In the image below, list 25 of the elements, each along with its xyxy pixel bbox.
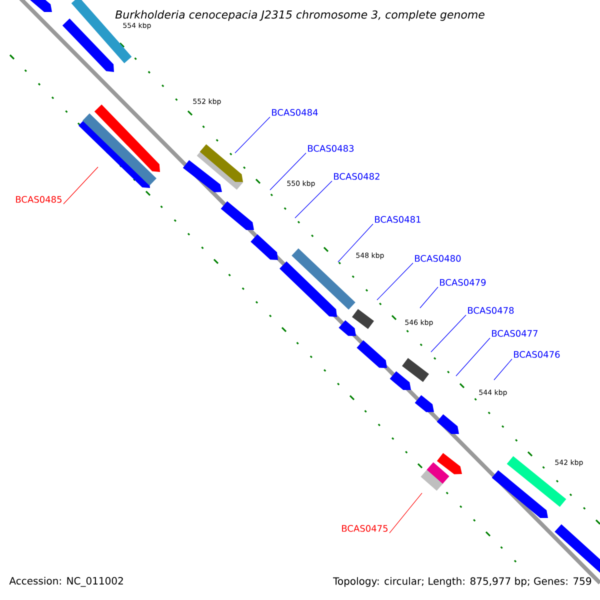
gene-label: BCAS0478	[468, 307, 514, 314]
gene-label: BCAS0477	[492, 330, 538, 337]
accession-text: Accession: NC_011002	[9, 576, 123, 587]
leader-line	[63, 166, 98, 204]
gene-label: BCAS0481	[375, 216, 420, 223]
leader-line	[270, 152, 306, 190]
gene-label: BCAS0483	[308, 145, 354, 152]
leader-line	[420, 286, 438, 308]
gene-label: BCAS0479	[440, 279, 486, 286]
leader-line	[456, 338, 490, 376]
leader-line	[376, 262, 414, 300]
gene-label: BCAS0482	[334, 173, 380, 180]
gene-label: BCAS0484	[272, 109, 318, 116]
gene-label: BCAS0475	[342, 525, 388, 532]
leader-line	[430, 314, 466, 352]
gene-label: BCAS0476	[514, 351, 560, 358]
leader-line	[294, 180, 332, 218]
title: Burkholderia cenocepacia J2315 chromosome 3, complete genome	[113, 8, 487, 23]
leader-line	[338, 224, 374, 262]
gene-label: BCAS0485	[16, 196, 62, 203]
gene-label: BCAS0480	[415, 255, 461, 262]
leader-line	[389, 492, 422, 534]
leader-line	[494, 358, 512, 380]
summary-text: Topology: circular; Length: 875,977 bp; Genes: 759	[333, 577, 592, 587]
leader-line	[234, 116, 270, 154]
